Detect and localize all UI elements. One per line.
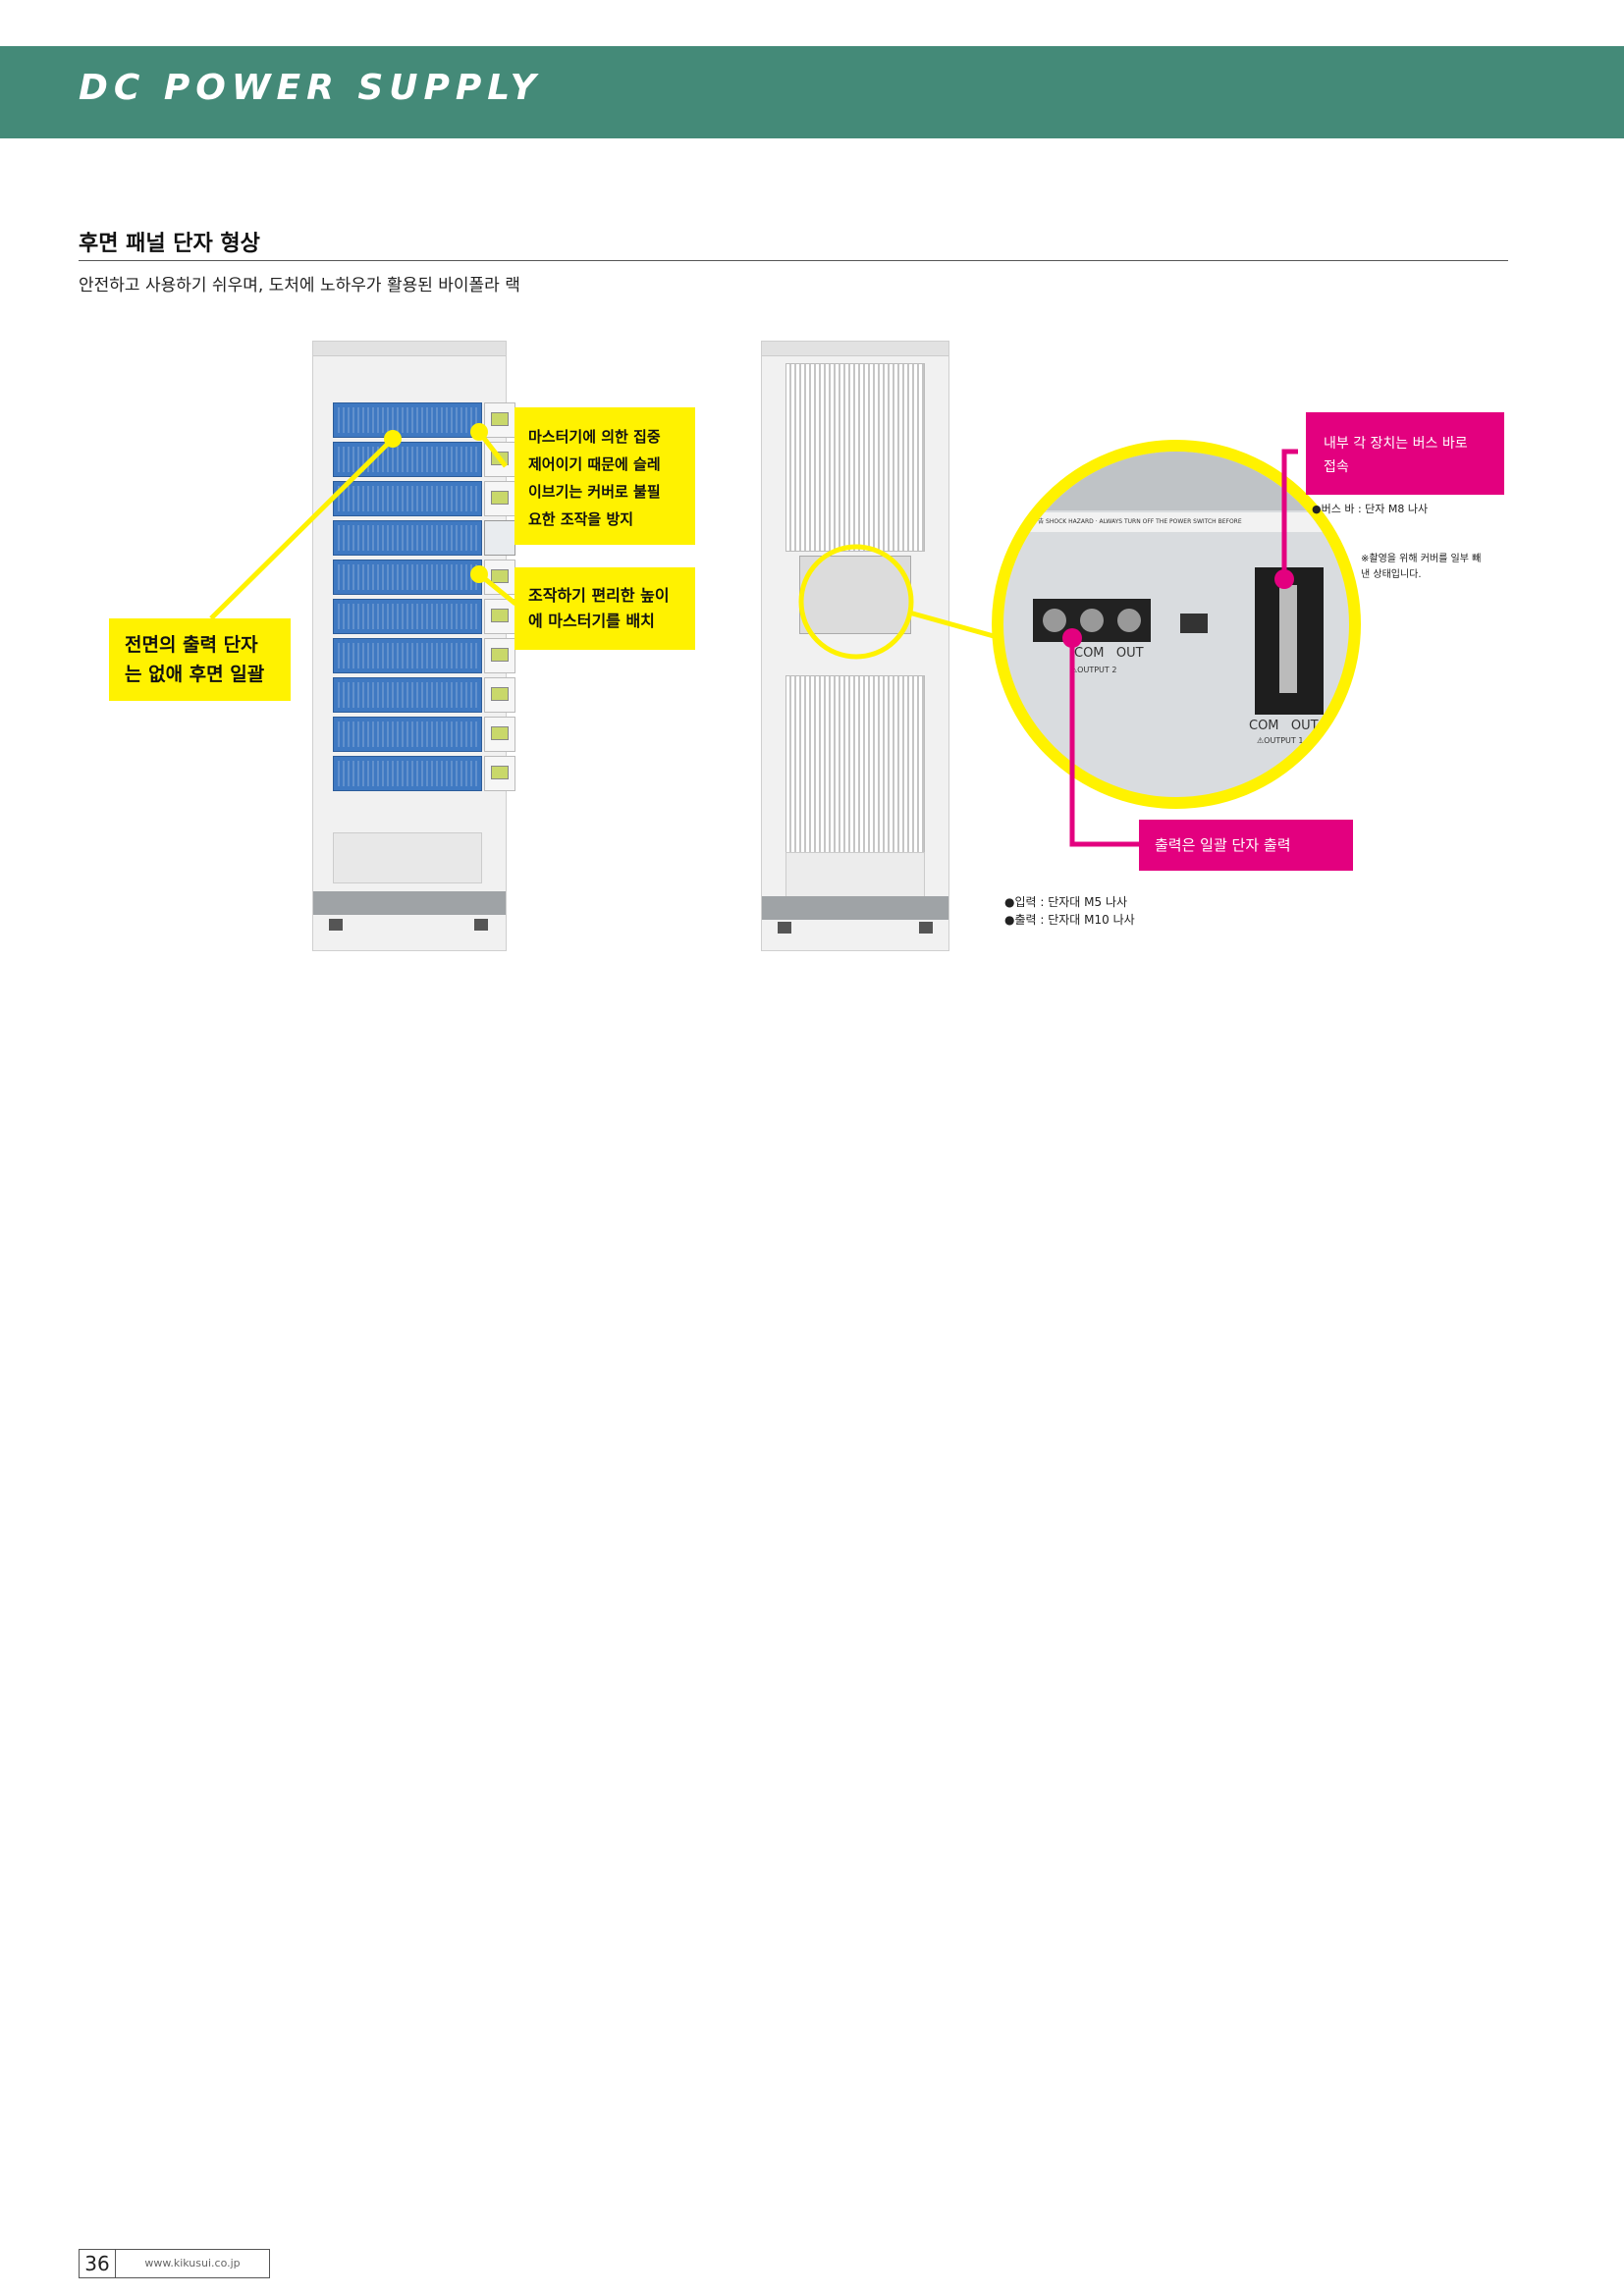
callout-output-terminal: 전면의 출력 단자 는 없애 후면 일괄 bbox=[109, 618, 291, 701]
callout-bus-connect: 내부 각 장치는 버스 바로 접속 bbox=[1306, 412, 1504, 495]
com-out-label-2: COM OUT bbox=[1249, 719, 1319, 733]
output-terminal-note: ●출력 : 단자대 M10 나사 bbox=[1004, 913, 1135, 927]
rear-terminal-closeup: NING / 警 告 SHOCK HAZARD · ALWAYS TURN OF… bbox=[992, 440, 1361, 809]
header-title: DC POWER SUPPLY bbox=[79, 68, 542, 108]
header-banner: DC POWER SUPPLY bbox=[0, 46, 1624, 138]
section-title: 후면 패널 단자 형상 bbox=[79, 232, 260, 256]
section-divider bbox=[79, 260, 1508, 261]
footer-url[interactable]: www.kikusui.co.jp bbox=[116, 2249, 270, 2278]
rear-rack-image bbox=[761, 341, 949, 951]
front-rack-image bbox=[312, 341, 515, 951]
page-number: 36 bbox=[79, 2249, 116, 2278]
callout-master-height: 조작하기 편리한 높이 에 마스터기를 배치 bbox=[514, 567, 695, 650]
bus-bar-note: ●버스 바 : 단자 M8 나사 bbox=[1312, 503, 1429, 515]
callout-output-batch: 출력은 일괄 단자 출력 bbox=[1139, 820, 1353, 871]
warning-strip: NING / 警 告 SHOCK HAZARD · ALWAYS TURN OF… bbox=[1009, 518, 1242, 525]
callout-master-cover: 마스터기에 의한 집중 제어이기 때문에 슬레 이브기는 커버로 불필 요한 조… bbox=[514, 407, 695, 545]
com-out-label: COM OUT bbox=[1074, 646, 1144, 661]
section-subtitle: 안전하고 사용하기 쉬우며, 도처에 노하우가 활용된 바이폴라 랙 bbox=[79, 276, 520, 295]
output-tag-label: ⚠OUTPUT 2 bbox=[1070, 666, 1117, 674]
output-terminal-block bbox=[1033, 599, 1151, 642]
output-tag-label-2: ⚠OUTPUT 1 bbox=[1257, 736, 1304, 745]
cover-note: ※촬영을 위해 커버를 일부 빼 낸 상태입니다. bbox=[1361, 554, 1482, 580]
input-terminal-note: ●입력 : 단자대 M5 나사 bbox=[1004, 895, 1128, 909]
